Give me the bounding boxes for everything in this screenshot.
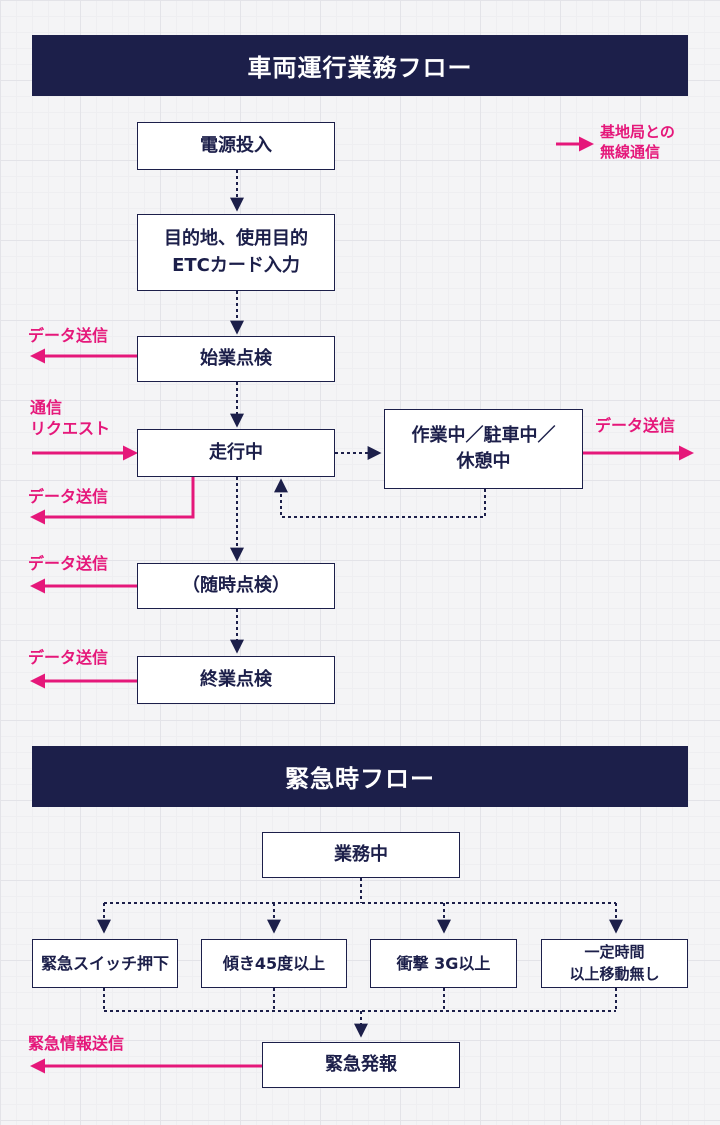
- box-trigger-tilt: 傾き45度以上: [201, 939, 347, 988]
- box-label: 目的地、使用目的 ETCカード入力: [164, 228, 308, 276]
- box-label: 終業点検: [200, 668, 272, 690]
- box-trigger-impact: 衝撃 3G以上: [370, 939, 517, 988]
- box-trigger-emergency-switch: 緊急スイッチ押下: [32, 939, 178, 988]
- label-data-send-driving: データ送信: [28, 487, 109, 506]
- box-label: 始業点検: [200, 347, 272, 369]
- box-driving: 走行中: [137, 429, 335, 477]
- box-on-duty: 業務中: [262, 832, 460, 878]
- box-label: 傾き45度以上: [222, 953, 326, 973]
- box-pre-inspection: 始業点検: [137, 336, 335, 382]
- label-comm-request: 通信 リクエスト: [30, 398, 111, 438]
- section-title: 車両運行業務フロー: [247, 54, 473, 82]
- box-label: 電源投入: [200, 134, 272, 156]
- box-power-on: 電源投入: [137, 122, 335, 170]
- label-data-send-end: データ送信: [28, 648, 109, 667]
- box-label: 緊急発報: [325, 1053, 397, 1075]
- section-banner-emergency-flow: 緊急時フロー: [32, 746, 688, 807]
- box-label: 業務中: [334, 843, 388, 865]
- box-destination-input: 目的地、使用目的 ETCカード入力: [137, 214, 335, 291]
- box-label: 走行中: [209, 441, 263, 463]
- label-data-send-preinspect: データ送信: [28, 326, 109, 345]
- section-title: 緊急時フロー: [285, 765, 435, 793]
- box-occasional-inspection: （随時点検）: [137, 563, 335, 609]
- label-data-send-occasional: データ送信: [28, 554, 109, 573]
- box-label: （随時点検）: [182, 574, 290, 596]
- label-emergency-send: 緊急情報送信: [28, 1034, 125, 1053]
- box-end-inspection: 終業点検: [137, 656, 335, 704]
- section-banner-operation-flow: 車両運行業務フロー: [32, 35, 688, 96]
- box-emergency-alert: 緊急発報: [262, 1042, 460, 1088]
- arrow-data-send-driving: [30, 477, 195, 525]
- box-label: 衝撃 3G以上: [396, 953, 491, 973]
- box-working-parking-resting: 作業中／駐車中／ 休憩中: [384, 409, 583, 489]
- box-trigger-no-movement: 一定時間 以上移動無し: [541, 939, 688, 988]
- legend-label: 基地局との 無線通信: [600, 123, 675, 162]
- box-label: 作業中／駐車中／ 休憩中: [411, 424, 556, 472]
- box-label: 緊急スイッチ押下: [40, 953, 169, 973]
- connector-working-back-to-driving: [274, 478, 486, 518]
- box-label: 一定時間 以上移動無し: [569, 942, 660, 983]
- label-data-send-working: データ送信: [595, 416, 676, 435]
